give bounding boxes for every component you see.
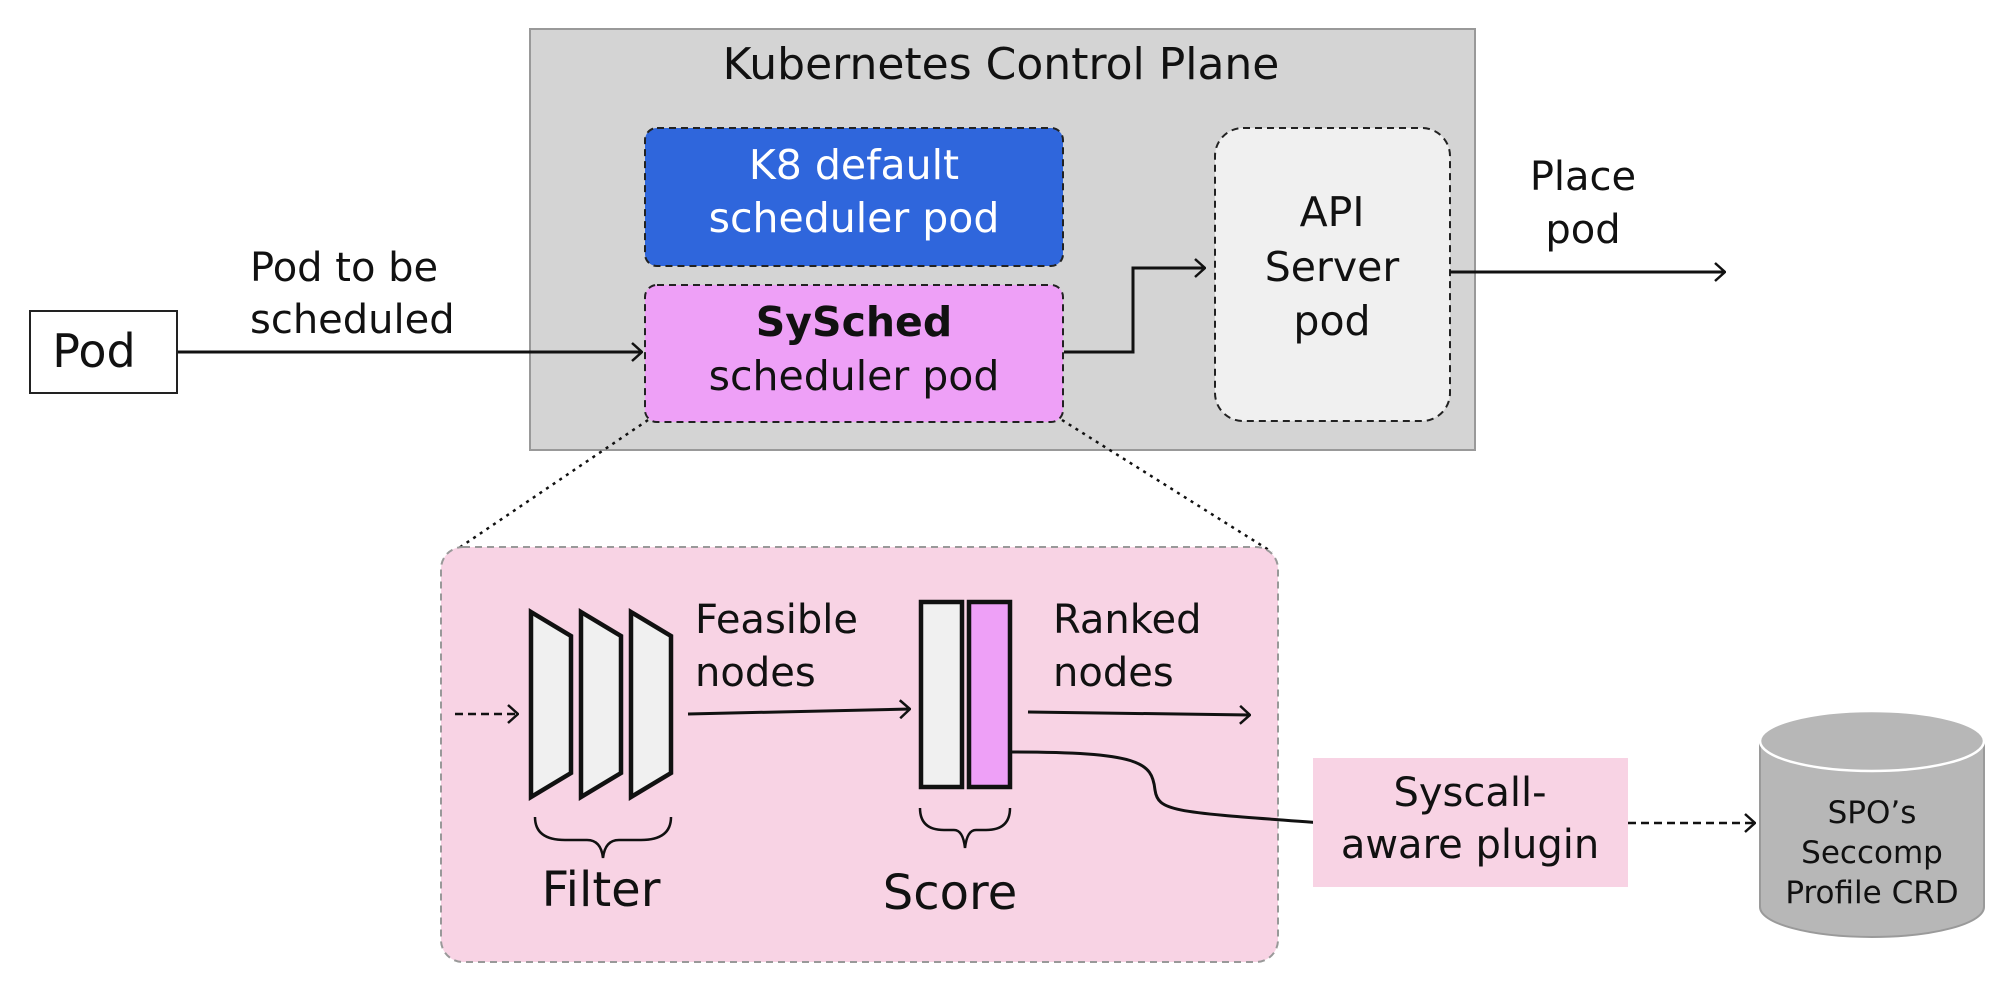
- plugin-box: [1313, 758, 1628, 887]
- feasible-label-1: Feasible: [695, 597, 858, 643]
- pod-box: [29, 310, 178, 394]
- default-scheduler-label-2: scheduler pod: [709, 194, 1000, 242]
- filter-stages: Filter: [528, 608, 674, 918]
- api-server-pod[interactable]: API Server pod: [1214, 127, 1451, 422]
- feasible-arrow: [687, 709, 910, 714]
- default-scheduler-pod[interactable]: K8 default scheduler pod: [644, 127, 1064, 267]
- pod-node[interactable]: Pod: [29, 310, 178, 394]
- sysched-detail-panel: Filter Feasible nodes Score Ranked nodes: [440, 546, 1279, 963]
- syscall-aware-plugin[interactable]: Syscall- aware plugin: [1313, 758, 1628, 887]
- place-pod-label-2: pod: [1545, 207, 1620, 253]
- filter-label: Filter: [542, 862, 661, 918]
- api-server-label-3: pod: [1293, 297, 1370, 345]
- score-label: Score: [883, 865, 1017, 921]
- plugin-connector: [1009, 750, 1323, 825]
- plugin-label-1: Syscall-: [1393, 770, 1546, 816]
- filter-brace: [533, 816, 673, 859]
- plugin-label-2: aware plugin: [1341, 822, 1599, 868]
- score-stages: Score: [883, 599, 1017, 921]
- pod-label: Pod: [52, 324, 135, 378]
- control-plane-title: Kubernetes Control Plane: [723, 39, 1280, 90]
- api-server-label-2: Server: [1265, 243, 1400, 291]
- crd-label-2: Seccomp: [1801, 835, 1943, 871]
- api-server-box: [1214, 127, 1451, 422]
- crd-label-3: Profile CRD: [1785, 875, 1958, 911]
- filter-stage-1: [528, 608, 574, 801]
- place-pod-label-1: Place: [1530, 154, 1636, 200]
- zoom-line-right: [1061, 418, 1273, 554]
- score-stage-1: [918, 599, 965, 790]
- pod-to-schedule-label-1: Pod to be: [250, 245, 438, 291]
- ranked-label-2: nodes: [1053, 650, 1174, 696]
- default-scheduler-label-1: K8 default: [749, 141, 959, 189]
- sysched-box: [644, 284, 1064, 423]
- score-brace: [918, 807, 1012, 849]
- seccomp-profile-crd[interactable]: SPO’s Seccomp Profile CRD: [1758, 709, 1986, 938]
- api-server-label-1: API: [1300, 188, 1365, 236]
- pod-to-schedule-label-2: scheduled: [250, 297, 455, 343]
- sysched-label-1: SySched: [756, 298, 952, 346]
- crd-cylinder-top: [1758, 709, 1986, 773]
- sysched-label-2: scheduler pod: [709, 352, 1000, 400]
- filter-stage-2: [578, 608, 624, 801]
- score-stage-2: [966, 599, 1013, 790]
- default-scheduler-box: [644, 127, 1064, 267]
- ranked-label-1: Ranked: [1053, 597, 1202, 643]
- crd-cylinder-body: [1759, 741, 1985, 938]
- ranked-arrow: [1027, 712, 1250, 715]
- feasible-label-2: nodes: [695, 650, 816, 696]
- sysched-to-api-arrow: [1064, 268, 1205, 354]
- filter-stage-3: [628, 608, 674, 801]
- crd-label-1: SPO’s: [1828, 795, 1917, 831]
- sysched-scheduler-pod[interactable]: SySched scheduler pod: [644, 284, 1064, 423]
